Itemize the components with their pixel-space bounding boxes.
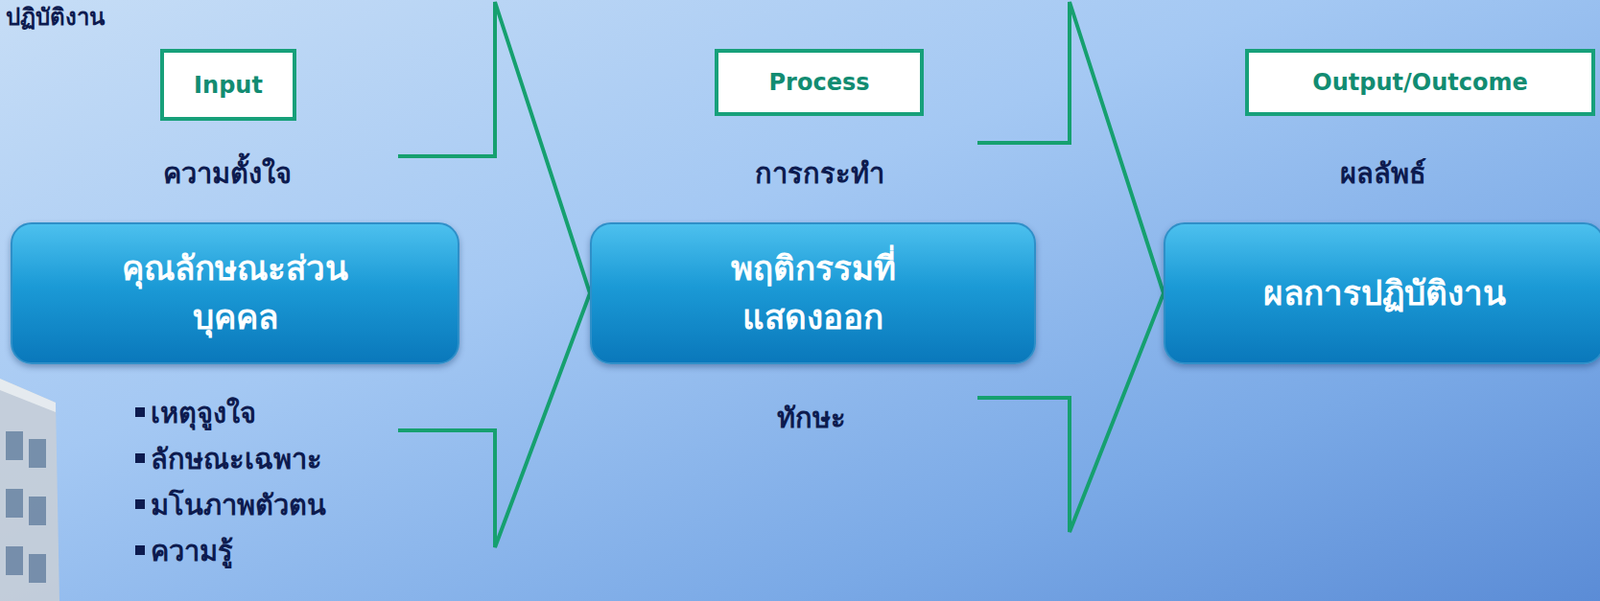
window [28, 554, 47, 584]
window [5, 431, 24, 461]
box-text: ผลการปฏิบัติงาน [1263, 269, 1506, 319]
bullet-item: เหตุจูงใจ [150, 391, 257, 436]
bullet-item: ความรู้ [150, 529, 234, 574]
bullet-item: ลักษณะเฉพาะ [150, 437, 323, 482]
window [28, 439, 47, 469]
window [5, 489, 24, 518]
tag-text: Output/Outcome [1312, 69, 1528, 96]
window [5, 546, 24, 576]
page-title: ปฏิบัติงาน [5, 0, 105, 36]
stage-tag: Process [714, 48, 924, 117]
stage-tag: Input [160, 48, 297, 121]
stage-caption: ทักษะ [776, 396, 847, 441]
window [28, 496, 47, 526]
tag-text: Process [769, 69, 871, 96]
bullet-square [135, 499, 145, 510]
stage-caption: ความตั้งใจ [163, 151, 292, 196]
bullet-square [135, 545, 145, 556]
stage-caption: การกระทำ [754, 151, 885, 196]
building-facade [0, 378, 60, 601]
building-windows [5, 431, 47, 584]
building-roof [0, 378, 56, 413]
bullet-item: มโนภาพตัวตน [150, 483, 327, 528]
bullet-square [135, 407, 145, 418]
stage-caption: ผลลัพธ์ [1340, 151, 1427, 196]
process-box: พฤติกรรมที่ แสดงออก [589, 222, 1036, 365]
bullet-square [135, 453, 145, 464]
box-text: พฤติกรรมที่ แสดงออก [676, 244, 950, 343]
tag-text: Input [193, 71, 263, 99]
stage-tag: Output/Outcome [1245, 48, 1596, 117]
box-text: คุณลักษณะส่วน บุคคล [98, 244, 373, 343]
process-box: คุณลักษณะส่วน บุคคล [10, 222, 460, 365]
process-box: ผลการปฏิบัติงาน [1163, 222, 1600, 365]
